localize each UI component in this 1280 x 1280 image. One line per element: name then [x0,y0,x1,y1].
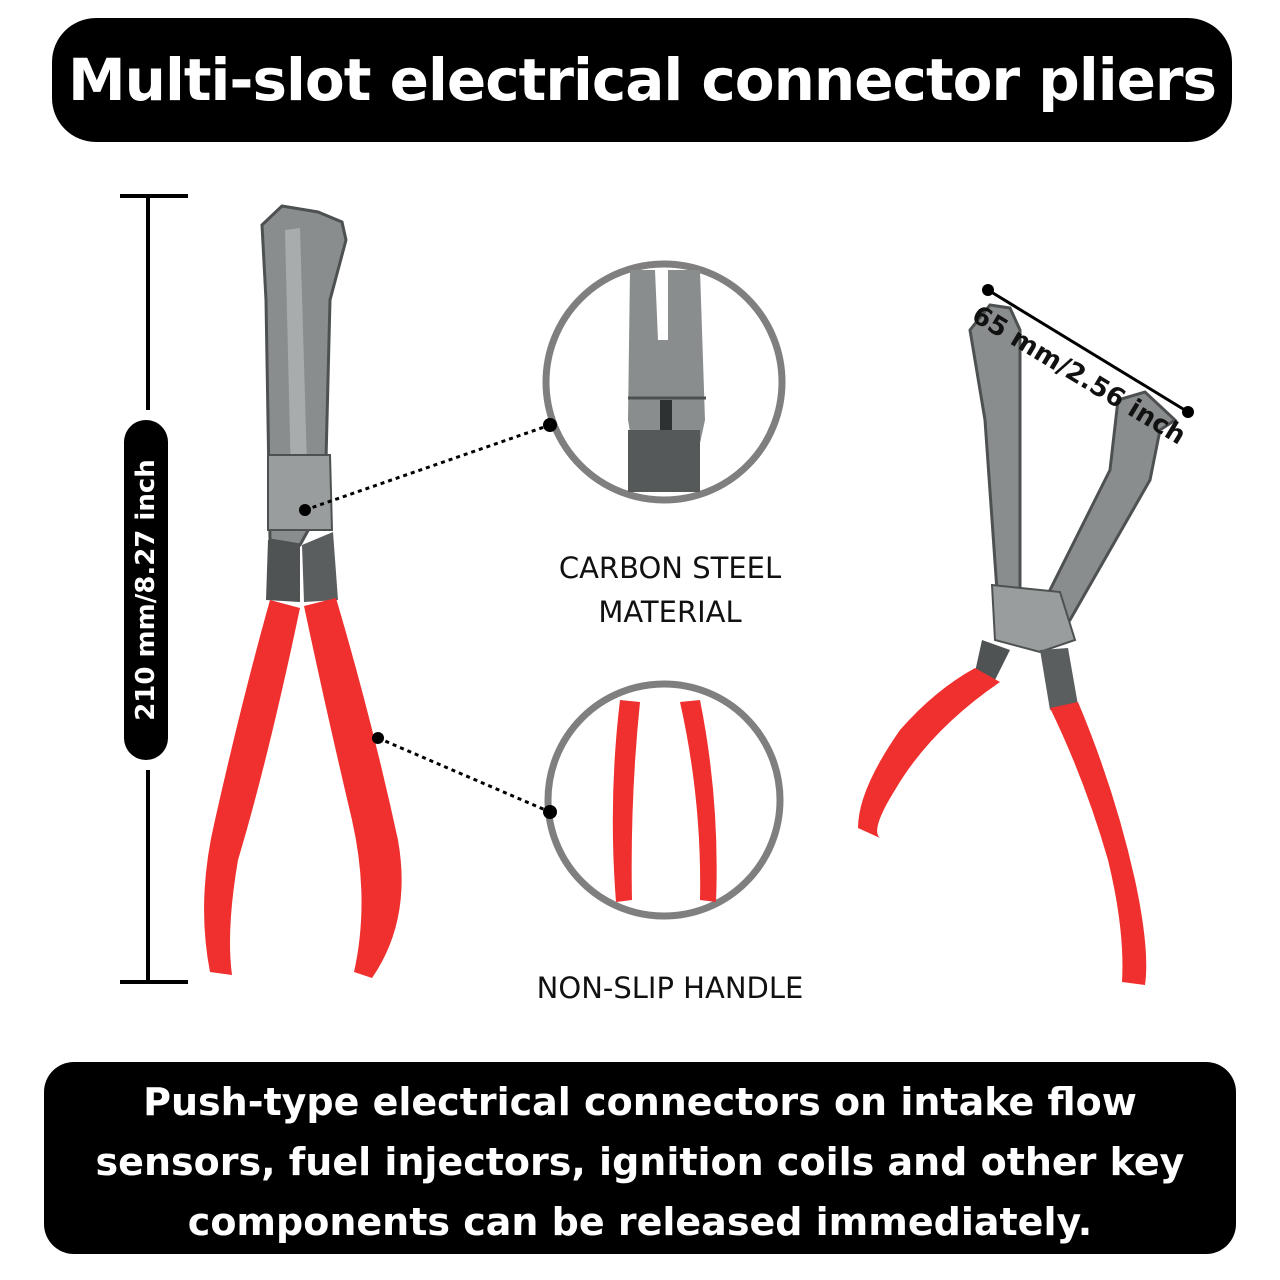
description-banner: Push-type electrical connectors on intak… [44,1062,1236,1254]
material-label: CARBON STEEL MATERIAL [520,546,820,634]
material-label-line: CARBON STEEL [558,551,782,585]
description-line: Push-type electrical connectors on intak… [143,1080,1137,1124]
length-dimension-text: 210 mm/8.27 inch [131,459,161,721]
non-slip-handle-callout [372,680,784,920]
title-banner: Multi-slot electrical connector pliers [52,18,1232,142]
length-dimension-line [120,194,188,984]
closed-pliers-image [204,204,402,978]
description-line: components can be released immediately. [187,1200,1093,1244]
open-pliers-image [858,303,1178,985]
handle-label: NON-SLIP HANDLE [536,971,804,1005]
description-line: sensors, fuel injectors, ignition coils … [95,1140,1185,1184]
carbon-steel-callout [299,260,786,516]
material-label-line: MATERIAL [598,595,742,629]
page-title: Multi-slot electrical connector pliers [67,46,1217,114]
jaw-dimension-line [982,284,1194,418]
length-dimension-badge: 210 mm/8.27 inch [124,420,168,760]
